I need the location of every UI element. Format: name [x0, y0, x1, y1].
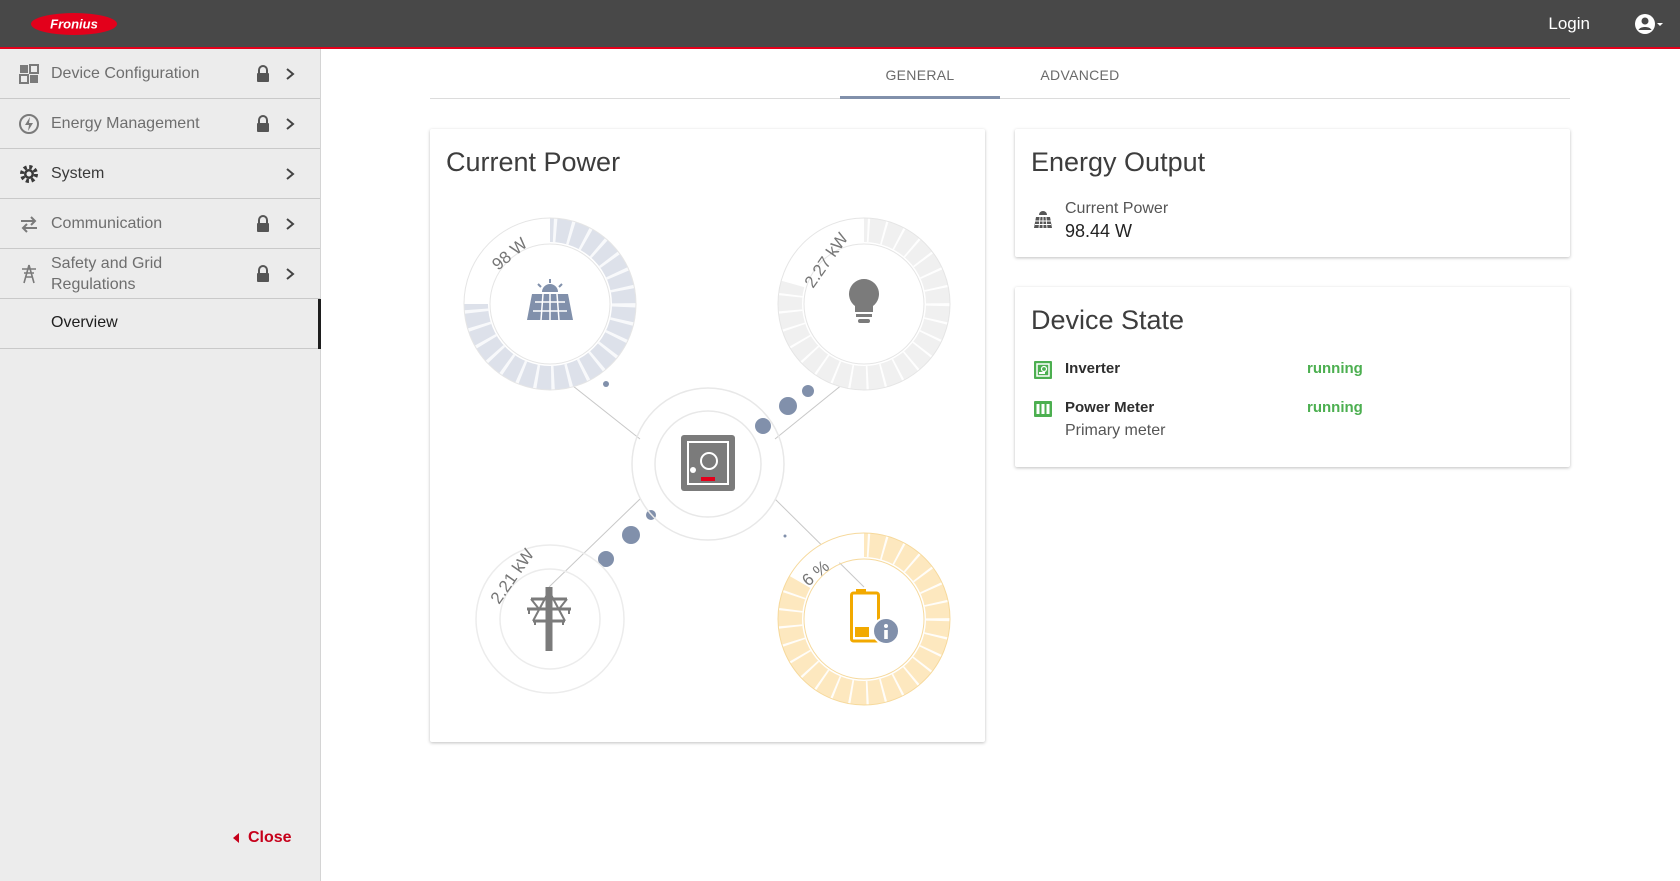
flow-dot: [603, 381, 609, 387]
active-indicator: [318, 299, 321, 349]
device-state-card: Device State Inverter running Power Mete…: [1015, 287, 1570, 467]
solar-panel-icon: [527, 279, 573, 321]
solar-panel-icon: [1034, 211, 1052, 229]
sidebar-item-label: Safety and Grid Regulations: [51, 254, 163, 293]
tab-general[interactable]: GENERAL: [885, 67, 955, 83]
flow-dot: [779, 397, 797, 415]
grid-node: 2.21 kW: [475, 544, 625, 694]
inverter-node: [631, 387, 785, 541]
pv-node: 98 W: [463, 217, 637, 391]
inverter-label: Inverter: [1065, 360, 1121, 377]
puzzle-icon: [19, 63, 39, 84]
current-power-label: Current Power: [1065, 200, 1169, 217]
lock-icon: [257, 64, 269, 82]
power-flow-diagram: 98 W 2.27 kW: [463, 217, 951, 706]
power-meter-sublabel: Primary meter: [1065, 422, 1166, 439]
inverter-status-icon: [1034, 361, 1052, 379]
power-meter-label: Power Meter: [1065, 399, 1155, 416]
sidebar-item-system[interactable]: System: [0, 149, 320, 199]
close-label: Close: [248, 829, 292, 846]
sidebar-item-safety-grid[interactable]: Safety and Grid Regulations: [0, 249, 320, 299]
card-title: Energy Output: [1031, 147, 1206, 177]
close-sidebar-button[interactable]: Close: [232, 829, 292, 847]
sidebar-item-energy-management[interactable]: Energy Management: [0, 99, 320, 149]
power-meter-status: running: [1307, 399, 1363, 416]
power-meter-status-icon: [1034, 401, 1052, 417]
account-icon[interactable]: [1632, 11, 1664, 37]
chevron-right-icon: [286, 267, 295, 280]
chevron-right-icon: [286, 167, 295, 180]
sidebar: Device Configuration Energy Management S…: [0, 49, 321, 881]
sidebar-subitem-label: Overview: [51, 314, 118, 331]
light-bulb-icon: [849, 279, 879, 323]
svg-text:Fronius: Fronius: [50, 17, 98, 32]
card-title: Device State: [1031, 305, 1185, 335]
power-pylon-icon: [527, 587, 571, 651]
sidebar-item-communication[interactable]: Communication: [0, 199, 320, 249]
chevron-right-icon: [286, 117, 295, 130]
chevron-right-icon: [286, 217, 295, 230]
fronius-logo[interactable]: Fronius: [30, 12, 118, 36]
flow-dot: [783, 534, 787, 538]
gear-icon: [20, 164, 38, 183]
lock-icon: [257, 114, 269, 132]
flow-dot: [802, 385, 814, 397]
energy-output-card: Energy Output Current Power 98.44 W: [1015, 129, 1570, 257]
flow-dot: [755, 418, 771, 434]
tab-bar: GENERAL ADVANCED: [430, 50, 1570, 99]
top-bar: Fronius Login: [0, 0, 1680, 49]
pylon-icon: [22, 264, 36, 283]
inverter-icon: [681, 435, 735, 491]
battery-icon: [850, 589, 880, 643]
login-link[interactable]: Login: [1548, 14, 1590, 33]
inverter-status: running: [1307, 360, 1363, 377]
caret-left-icon: [233, 833, 239, 843]
current-power-card: Current Power 98 W: [430, 129, 985, 742]
lock-icon: [257, 264, 269, 282]
tab-active-underline: [840, 96, 1000, 99]
sidebar-item-label: Device Configuration: [51, 65, 200, 82]
info-icon: [872, 617, 900, 645]
sidebar-item-overview[interactable]: Overview: [0, 299, 321, 349]
tab-advanced[interactable]: ADVANCED: [1040, 67, 1120, 83]
load-node: 2.27 kW: [777, 217, 951, 391]
flow-dot: [622, 526, 640, 544]
lock-icon: [257, 214, 269, 232]
arrows-icon: [21, 215, 37, 233]
sidebar-item-device-configuration[interactable]: Device Configuration: [0, 49, 320, 99]
energy-icon: [19, 113, 39, 134]
battery-node: 6 %: [777, 532, 951, 706]
sidebar-item-label: Energy Management: [51, 115, 200, 132]
current-power-value: 98.44 W: [1065, 221, 1133, 241]
card-title: Current Power: [446, 147, 621, 177]
chevron-right-icon: [286, 67, 295, 80]
sidebar-item-label: System: [51, 165, 105, 182]
sidebar-item-label: Communication: [51, 215, 163, 232]
flow-dot: [598, 551, 614, 567]
